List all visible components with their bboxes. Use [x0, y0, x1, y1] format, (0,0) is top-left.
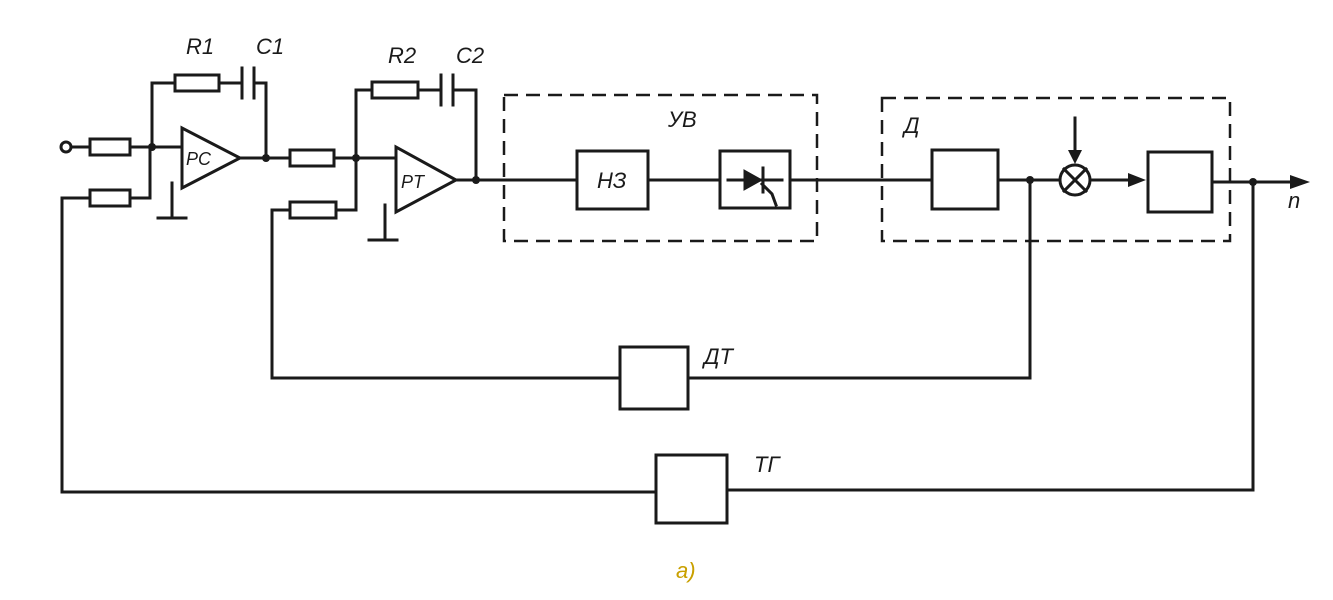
rt-amplifier [394, 144, 460, 215]
control-device-group: УВ НЗ [454, 93, 819, 243]
figure-caption: а) [676, 558, 696, 583]
input-resistor [88, 137, 132, 157]
tachogenerator-loop: ТГ [60, 180, 1255, 525]
motor-group: Д n [788, 96, 1310, 243]
speed-regulator-stage: R1 C1 PC [59, 34, 398, 494]
rt-label: PT [401, 172, 426, 192]
nz-label: НЗ [597, 168, 627, 193]
coupling-resistor [288, 148, 336, 168]
rs-label: PC [186, 149, 212, 169]
motor-block-2 [1146, 150, 1214, 214]
c2-capacitor [439, 73, 455, 107]
current-sensor-loop: ДТ [618, 178, 1032, 411]
r2-resistor [370, 80, 420, 100]
nz-block [575, 149, 650, 211]
c2-label: C2 [456, 43, 484, 68]
uv-label: УВ [667, 107, 697, 132]
tg-label: ТГ [754, 452, 781, 477]
r2-label: R2 [388, 43, 416, 68]
tg-block [654, 453, 729, 525]
thyristor-icon [726, 166, 784, 207]
current-regulator-stage: R2 C2 PT [270, 43, 622, 380]
d-boundary [880, 96, 1232, 243]
dt-block [618, 345, 690, 411]
dt-label: ДТ [701, 344, 734, 369]
output-arrow-icon [1290, 175, 1310, 189]
c1-label: C1 [256, 34, 284, 59]
current-feedback-resistor [288, 200, 338, 220]
motor-block-1 [930, 148, 1000, 211]
r1-label: R1 [186, 34, 214, 59]
c1-capacitor [240, 66, 256, 100]
d-label: Д [901, 113, 920, 138]
n-label: n [1288, 188, 1300, 213]
r1-resistor [173, 73, 221, 93]
uv-boundary [502, 93, 819, 243]
rs-amplifier [180, 125, 244, 191]
speed-feedback-resistor [88, 188, 132, 208]
